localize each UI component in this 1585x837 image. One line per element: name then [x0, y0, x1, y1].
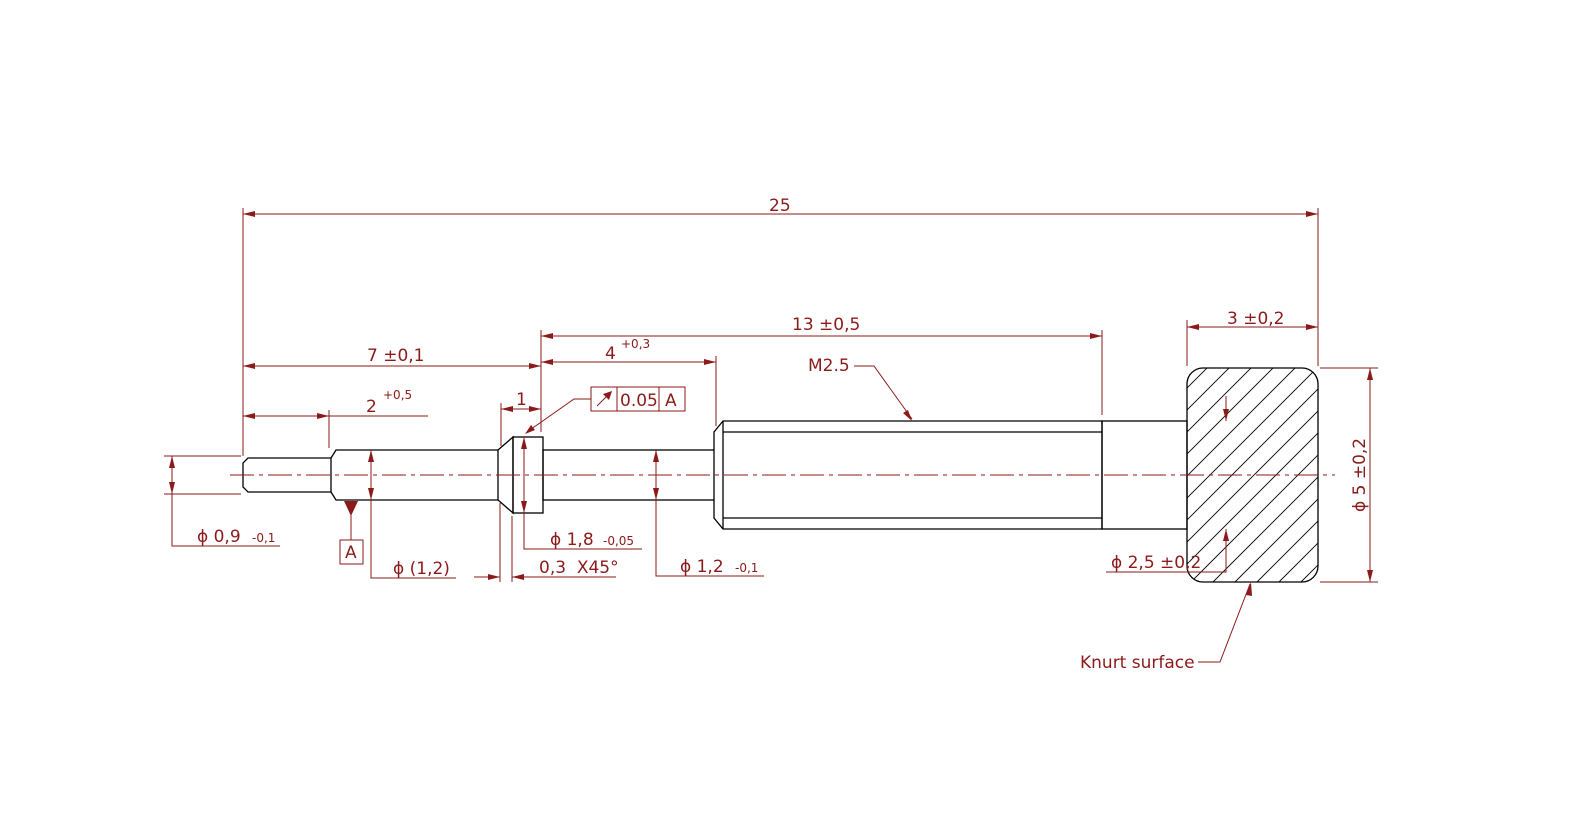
- label-len-7: 7 ±0,1: [367, 346, 425, 366]
- hatch-line: [1256, 368, 1318, 582]
- label-len-2: 2: [366, 397, 377, 417]
- runout-value: 0.05: [620, 391, 658, 411]
- label-dia-18: ϕ 1,8: [550, 530, 594, 550]
- label-dia-12: ϕ 1,2: [680, 557, 724, 577]
- hatch-line: [1187, 368, 1190, 582]
- label-knurl: Knurt surface: [1080, 653, 1195, 673]
- hatch-line: [1234, 368, 1318, 582]
- extension-lines: [164, 208, 1378, 583]
- hatch-line: [1187, 368, 1278, 582]
- label-dia-09: ϕ 0,9: [197, 527, 241, 547]
- hatch-line: [927, 342, 1167, 582]
- label-dia-09-tol: -0,1: [252, 531, 275, 545]
- label-dia-18-tol: -0,05: [603, 534, 634, 548]
- label-dia-25: ϕ 2,5 ±0,2: [1111, 553, 1201, 573]
- hatch-line: [1300, 368, 1318, 582]
- svg-text:A: A: [345, 543, 357, 563]
- runout-arrow-icon: [596, 391, 612, 407]
- hatch-line: [1187, 368, 1318, 582]
- dimension-lines: [169, 211, 1373, 663]
- thread-leader: [854, 365, 913, 420]
- hatch-line: [1187, 368, 1256, 582]
- label-dia-12-ref: ϕ (1,2): [393, 559, 450, 579]
- label-dia-5: ϕ 5 ±0,2: [1350, 438, 1370, 512]
- runout-datum: A: [665, 391, 677, 411]
- label-len-1: 1: [516, 390, 527, 410]
- knurl-hatching: [927, 342, 1585, 582]
- label-len-13: 13 ±0,5: [792, 315, 860, 335]
- datum-a: A: [339, 501, 364, 565]
- hatch-line: [1187, 368, 1300, 582]
- datum-triangle-icon: [344, 501, 358, 516]
- hatch-line: [1187, 368, 1318, 582]
- label-thread: M2.5: [808, 356, 850, 376]
- hatch-line: [1212, 368, 1318, 582]
- hatch-line: [1187, 368, 1318, 582]
- hatch-line: [1278, 368, 1318, 582]
- knurl-leader: [1198, 583, 1251, 663]
- hatch-line: [1187, 368, 1212, 582]
- hatch-line: [1187, 368, 1234, 582]
- hatch-line: [1345, 342, 1585, 582]
- hatch-line: [1190, 368, 1318, 582]
- dimension-labels: 25 7 ±0,1 2 +0,5 1 13 ±0,5 4 +0,3 3 ±0,2…: [197, 196, 1370, 673]
- hatch-line: [1187, 368, 1318, 582]
- label-len-2-tol: +0,5: [383, 388, 412, 402]
- label-len-4-tol: +0,3: [621, 337, 650, 351]
- label-overall-length: 25: [769, 196, 791, 216]
- runout-frame: 0.05 A: [590, 386, 686, 412]
- label-len-4: 4: [605, 344, 616, 364]
- label-dia-12-tol: -0,1: [735, 561, 758, 575]
- label-chamfer: 0,3 X45°: [539, 558, 619, 578]
- label-len-3: 3 ±0,2: [1227, 309, 1285, 329]
- pin-part: [242, 342, 1585, 583]
- hatch-line: [1187, 368, 1318, 582]
